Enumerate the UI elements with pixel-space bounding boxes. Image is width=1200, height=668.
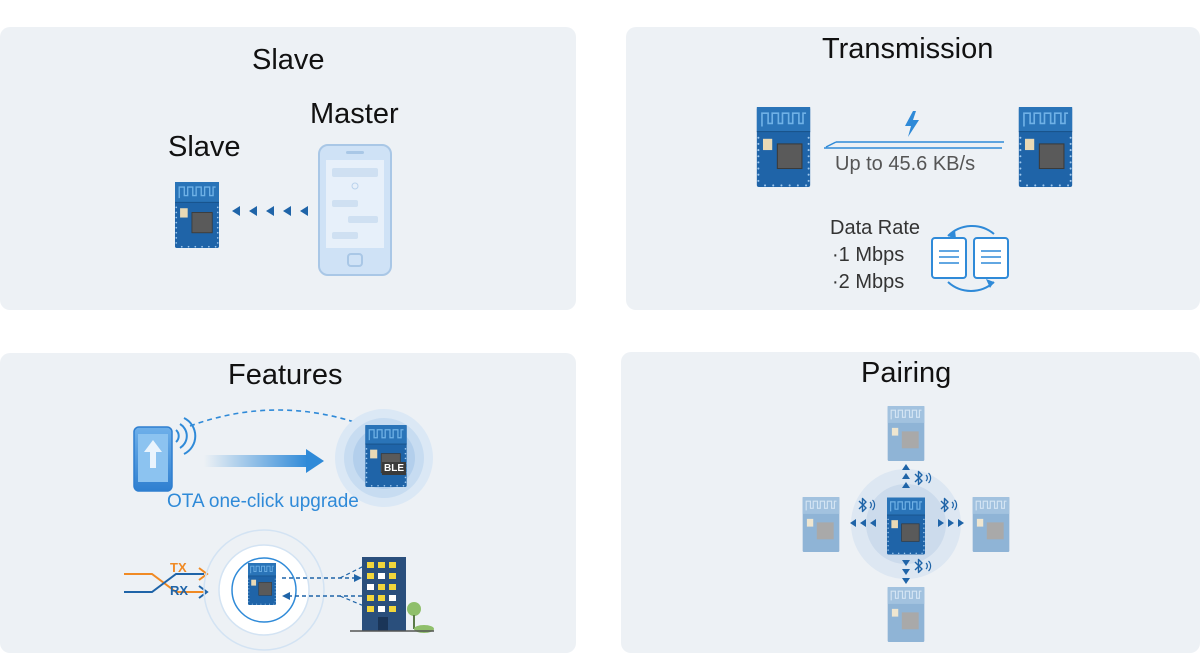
- pairing-module-bottom-icon: [887, 587, 925, 642]
- document-sync-icon: [931, 225, 1009, 292]
- bluetooth-icon-left: [858, 497, 876, 513]
- pairing-module-left-icon: [802, 497, 840, 552]
- ble-chip-label: BLE: [382, 462, 406, 475]
- transmission-lines: [824, 141, 1004, 149]
- smartphone-icon: [318, 144, 392, 276]
- features-panel-title: Features: [228, 359, 343, 391]
- pairing-arrows-left: [850, 519, 876, 527]
- uart-module-icon: [248, 563, 276, 605]
- tx-rx-lines: [124, 567, 209, 599]
- pairing-module-top-icon: [887, 406, 925, 461]
- data-rate-2: ·2 Mbps: [832, 271, 905, 293]
- tx-label: TX: [170, 560, 187, 575]
- pairing-panel-title: Pairing: [861, 357, 952, 389]
- slave-label: Slave: [168, 131, 241, 163]
- rx-label: RX: [170, 583, 189, 598]
- pairing-arrows-bottom: [902, 560, 910, 584]
- data-flow-arrows: [282, 565, 365, 607]
- ota-upgrade-arrow: [204, 449, 324, 473]
- ble-module-icon: [364, 425, 408, 487]
- slave-module-icon: [174, 182, 220, 248]
- signal-arrows: [232, 206, 308, 216]
- data-rate-title: Data Rate: [830, 217, 921, 239]
- lightning-icon: [905, 111, 919, 137]
- pairing-arrows-right: [938, 519, 964, 527]
- bluetooth-icon-bottom: [914, 558, 932, 574]
- ota-label: OTA one-click upgrade: [167, 491, 359, 512]
- master-label: Master: [310, 98, 399, 130]
- slave-panel: [0, 27, 576, 310]
- transmission-panel: [626, 27, 1200, 310]
- building-icon: [350, 557, 434, 633]
- transmission-panel-title: Transmission: [822, 33, 994, 65]
- ota-phone-icon: [133, 417, 197, 492]
- bluetooth-icon-right: [940, 497, 958, 513]
- pairing-module-right-icon: [972, 497, 1010, 552]
- transmission-speed: Up to 45.6 KB/s: [835, 153, 976, 175]
- transmit-module-left-icon: [755, 107, 812, 187]
- data-rate-1: ·1 Mbps: [832, 244, 905, 266]
- pairing-arrows-top: [902, 464, 910, 488]
- transmit-module-right-icon: [1017, 107, 1074, 187]
- bluetooth-icon-top: [914, 470, 932, 486]
- slave-panel-title: Slave: [252, 44, 325, 76]
- pairing-module-center-icon: [887, 497, 925, 555]
